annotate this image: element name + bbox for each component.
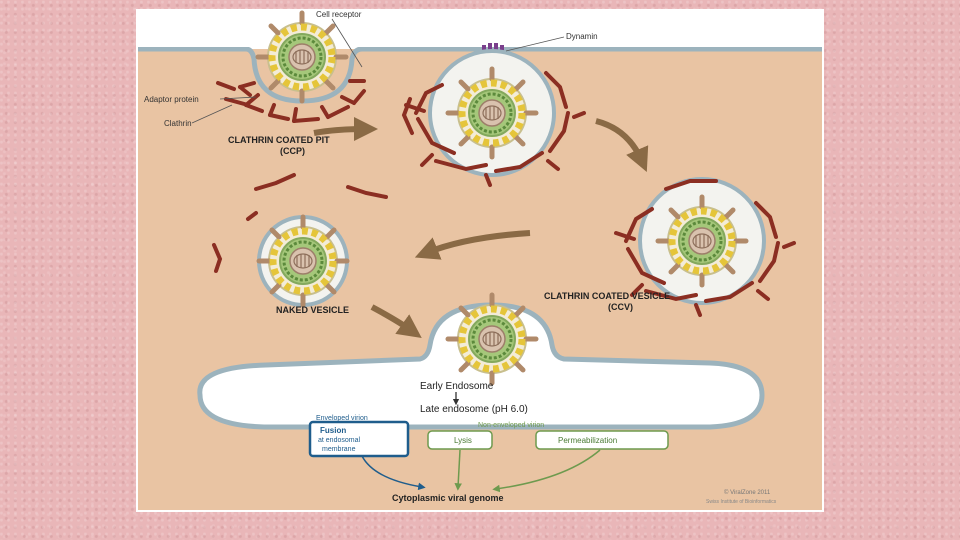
label-non-enveloped-virion: Non-enveloped virion <box>478 422 544 429</box>
label-ccp-abbr: (CCP) <box>280 146 305 156</box>
arrow-icon <box>595 118 649 172</box>
label-fusion-sub1: at endosomal <box>318 437 360 444</box>
arrow-icon <box>454 449 462 491</box>
free-clathrin <box>212 173 388 273</box>
clathrin-pit-coat <box>238 79 366 123</box>
copyright-sub: Swiss Institute of Bioinformatics <box>706 499 777 505</box>
label-early-endosome: Early Endosome <box>420 381 494 392</box>
label-ccv: CLATHRIN COATED VESICLE <box>544 291 670 301</box>
arrow-icon <box>492 449 601 493</box>
endocytosis-diagram: Cell receptor Dynamin Adaptor protein Cl… <box>136 9 824 512</box>
label-naked-vesicle: NAKED VESICLE <box>276 305 349 315</box>
copyright: © ViralZone 2011 <box>724 489 771 496</box>
label-late-endosome: Late endosome (pH 6.0) <box>420 404 528 415</box>
label-lysis: Lysis <box>454 436 472 445</box>
clathrin-coat-2 <box>614 179 796 317</box>
clathrin-coat-1 <box>401 71 586 187</box>
label-genome: Cytoplasmic viral genome <box>392 493 504 503</box>
arrow-icon <box>313 117 378 142</box>
virion-icon <box>258 13 346 101</box>
label-ccv-abbr: (CCV) <box>608 302 633 312</box>
label-permeabilization: Permeabilization <box>558 436 617 445</box>
label-clathrin: Clathrin <box>164 119 192 128</box>
fusion-box <box>308 420 410 458</box>
label-enveloped-virion: Enveloped virion <box>316 415 368 422</box>
label-dynamin: Dynamin <box>566 32 598 41</box>
label-fusion: Fusion <box>320 426 346 435</box>
permeabilization-box <box>535 430 669 450</box>
label-fusion-sub2: membrane <box>322 446 356 453</box>
label-ccp: CLATHRIN COATED PIT <box>228 135 330 145</box>
arrow-icon <box>361 455 426 491</box>
arrow-icon <box>370 304 422 338</box>
label-cell-receptor: Cell receptor <box>316 10 362 19</box>
lysis-box <box>427 430 493 450</box>
label-adaptor-protein: Adaptor protein <box>144 95 199 104</box>
arrow-icon <box>414 230 531 260</box>
